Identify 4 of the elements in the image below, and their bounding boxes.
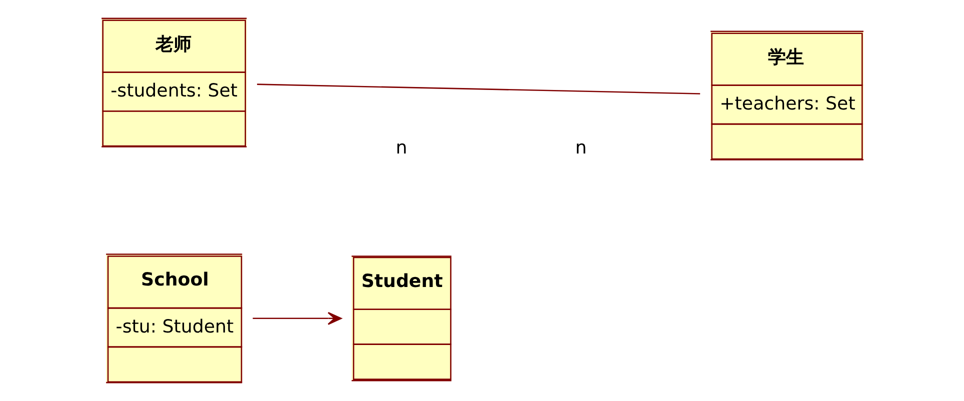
label: n <box>395 137 407 158</box>
connector <box>256 84 700 94</box>
arrow <box>252 312 342 325</box>
label: n <box>574 137 586 158</box>
